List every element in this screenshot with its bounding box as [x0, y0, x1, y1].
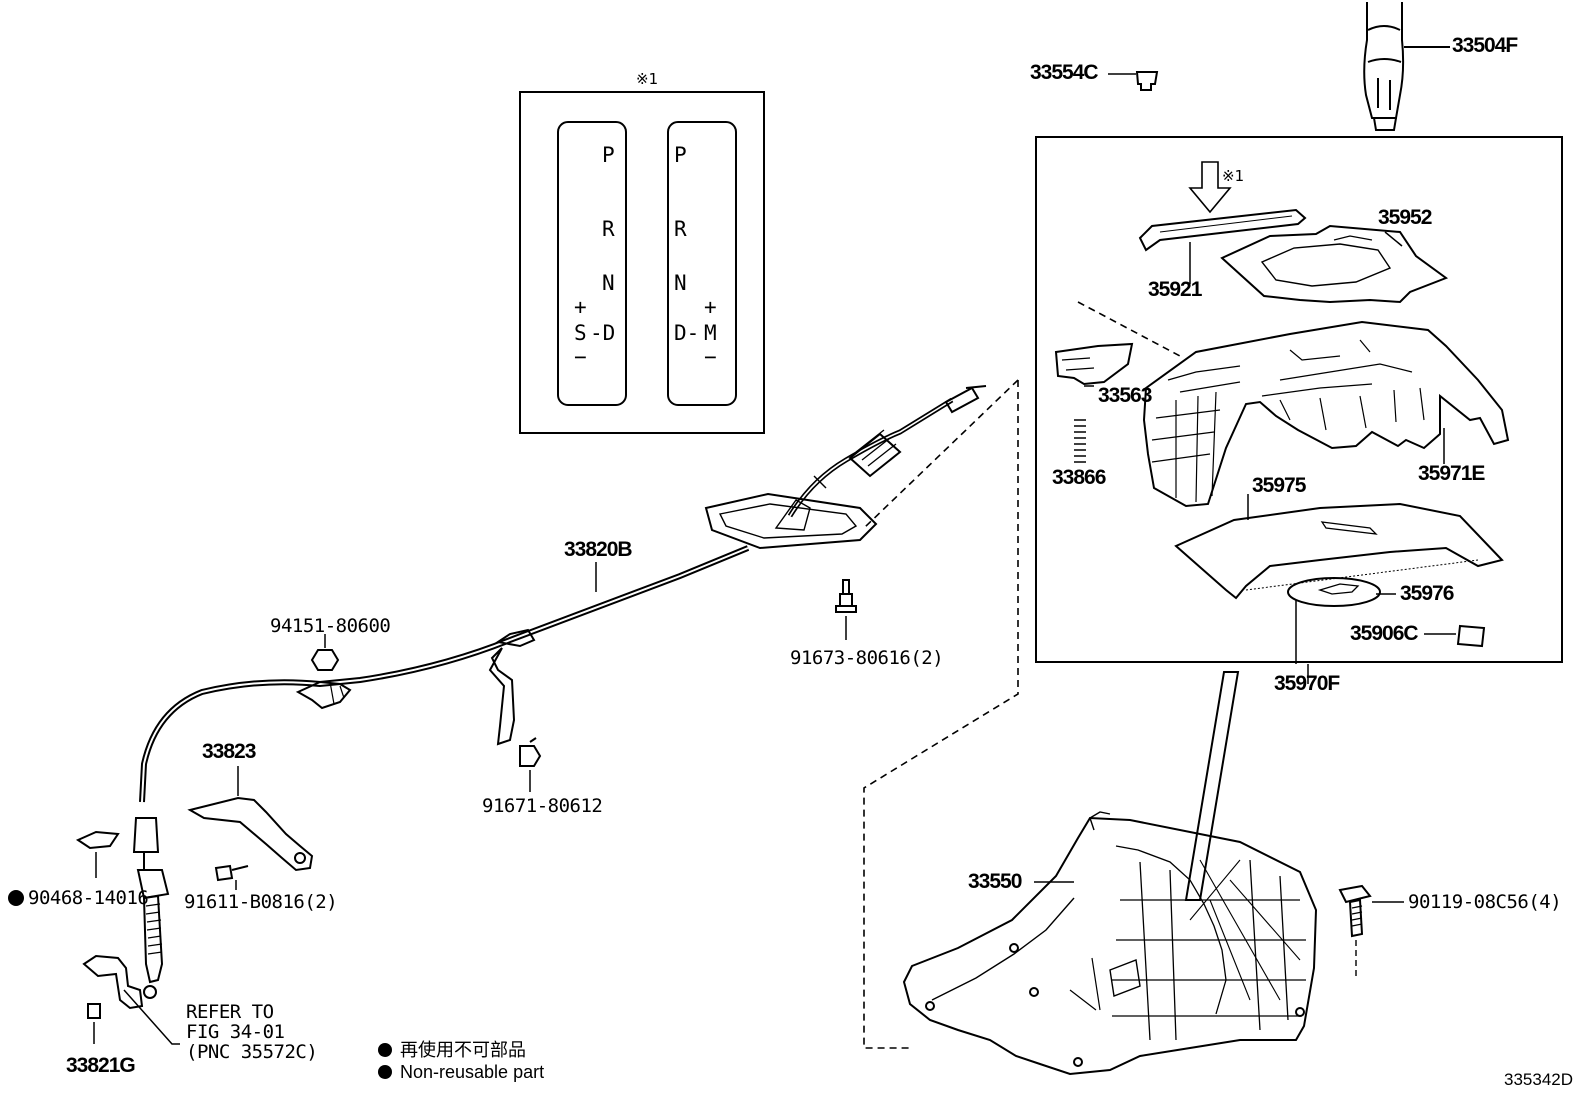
gate-right-n: N	[674, 271, 687, 295]
part-33504F[interactable]: 33504F	[1452, 34, 1518, 57]
refer-note-line3: (PNC 35572C)	[186, 1041, 318, 1063]
detail-marker-top: ※1	[636, 70, 659, 88]
figure-id: 335342D	[1504, 1070, 1574, 1089]
gate-right-minus: −	[704, 345, 717, 369]
part-90119-08C56[interactable]: 90119-08C56(4)	[1408, 891, 1562, 913]
gate-left-minus: −	[574, 345, 587, 369]
bracket-33823	[187, 796, 314, 872]
part-33823[interactable]: 33823	[202, 740, 256, 763]
legend-jp: 再使用不可部品	[378, 1036, 526, 1062]
gate-left-d: -D	[590, 321, 616, 345]
refer-note-line2[interactable]: FIG 34-01	[186, 1021, 285, 1043]
part-91671-80612[interactable]: 91671-80612	[482, 795, 603, 817]
gate-left-plus: +	[574, 295, 587, 319]
console-assembly-frame	[1035, 136, 1563, 663]
shift-lever-assembly-drawing	[902, 811, 1318, 1076]
part-33821G[interactable]: 33821G	[66, 1054, 136, 1077]
gate-left-n: N	[602, 271, 615, 295]
console-housing-drawing	[1142, 320, 1510, 508]
grommet-plate	[704, 492, 878, 550]
gate-right-d: D-	[674, 321, 700, 345]
part-35906C[interactable]: 35906C	[1350, 622, 1419, 645]
control-cable	[139, 545, 750, 803]
part-90468-14016[interactable]: 90468-14016	[28, 887, 149, 909]
part-35970F[interactable]: 35970F	[1274, 672, 1340, 695]
legend-dot-icon	[378, 1065, 392, 1079]
part-33563[interactable]: 33563	[1098, 384, 1152, 407]
detail-marker-arrow: ※1	[1222, 167, 1245, 185]
gate-left-s: S	[574, 321, 587, 345]
gate-right-r: R	[674, 217, 687, 241]
part-33820B[interactable]: 33820B	[564, 538, 633, 561]
part-94151-80600[interactable]: 94151-80600	[270, 615, 391, 637]
part-33866[interactable]: 33866	[1052, 466, 1106, 489]
gate-right-p: P	[674, 143, 687, 167]
legend-dot-icon	[378, 1043, 392, 1057]
gate-left-p: P	[602, 143, 615, 167]
part-35971E[interactable]: 35971E	[1418, 462, 1485, 485]
gate-inset-frame	[519, 91, 765, 434]
gate-left-r: R	[602, 217, 615, 241]
insert-arrow	[1188, 161, 1232, 214]
gate-right-plus: +	[704, 295, 717, 319]
gate-plate-right	[667, 121, 737, 406]
part-33554C[interactable]: 33554C	[1030, 61, 1099, 84]
part-35921[interactable]: 35921	[1148, 278, 1202, 301]
part-33550[interactable]: 33550	[968, 870, 1022, 893]
part-91673-80616[interactable]: 91673-80616(2)	[790, 647, 944, 669]
part-35975[interactable]: 35975	[1252, 474, 1306, 497]
part-35976[interactable]: 35976	[1400, 582, 1454, 605]
part-35952[interactable]: 35952	[1378, 206, 1432, 229]
gate-right-m: M	[704, 321, 717, 345]
part-91611-B0816[interactable]: 91611-B0816(2)	[184, 891, 338, 913]
gate-plate-left	[557, 121, 627, 406]
refer-note-line1: REFER TO	[186, 1001, 274, 1023]
legend-en: Non-reusable part	[378, 1062, 544, 1083]
shift-knob-drawing	[1363, 2, 1405, 131]
